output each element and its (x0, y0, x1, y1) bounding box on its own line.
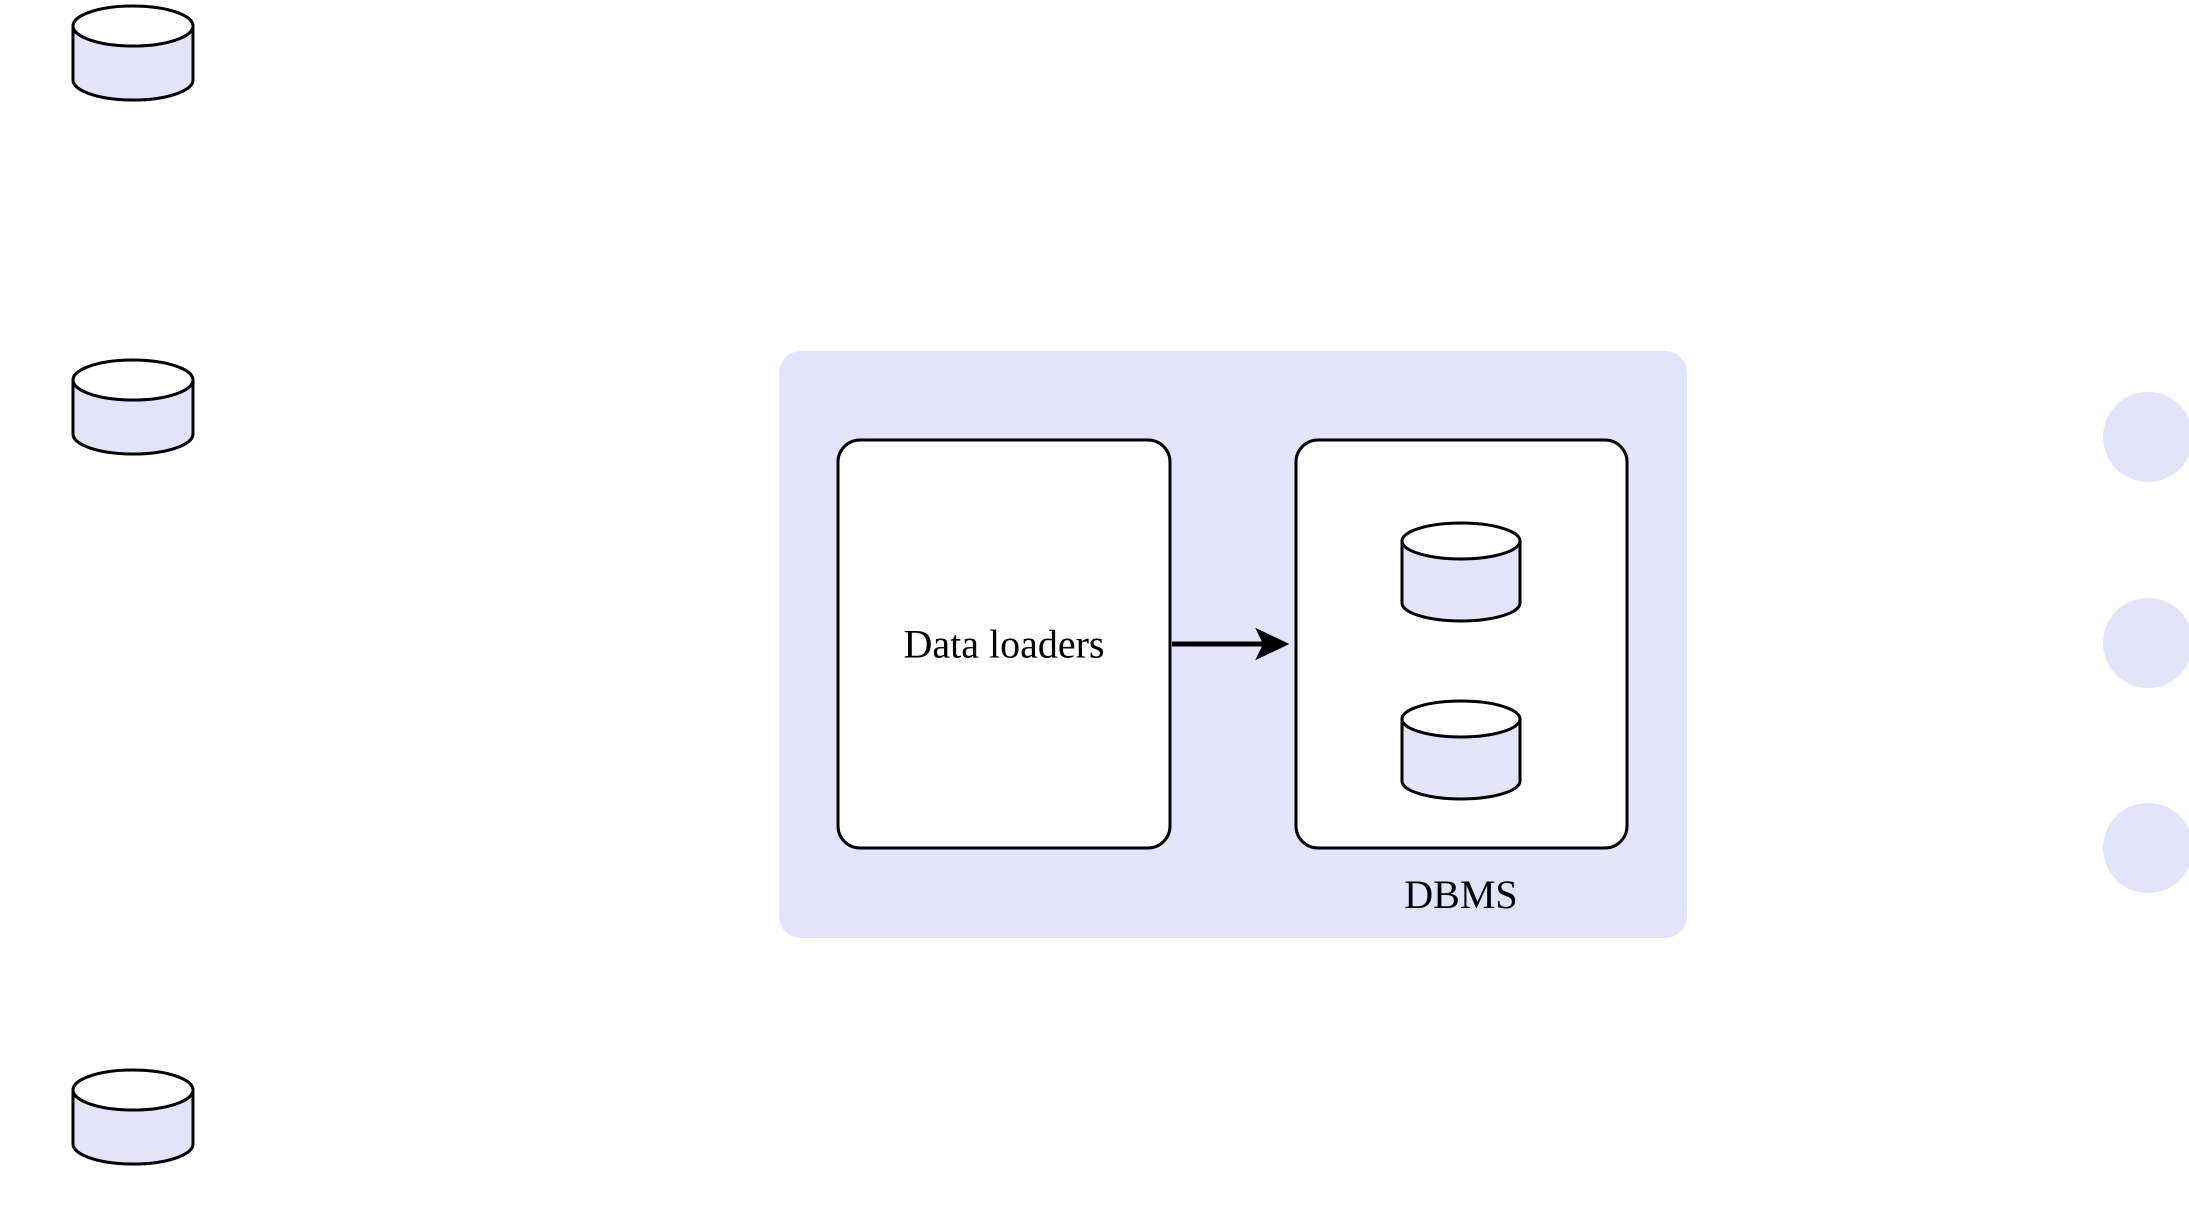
node-data-loaders[interactable]: Data loaders (836, 438, 1172, 850)
node-dbms[interactable]: DBMS (1294, 438, 1629, 917)
dbms-db-2[interactable] (1400, 699, 1522, 801)
node-data-loaders-label: Data loaders (903, 622, 1104, 667)
dbms-db-1[interactable] (1400, 521, 1522, 623)
source-db-1[interactable] (71, 4, 195, 102)
database-icon-top (71, 4, 195, 48)
consumer-circle-1[interactable] (2103, 392, 2189, 482)
database-icon-top (71, 1068, 195, 1112)
database-icon-body (1400, 539, 1522, 623)
database-icon-top (1400, 521, 1522, 561)
source-db-3[interactable] (71, 1068, 195, 1166)
consumer-circle-3[interactable] (2103, 803, 2189, 893)
consumer-circle-2[interactable] (2103, 598, 2189, 688)
database-icon-top (1400, 699, 1522, 739)
node-dbms-box (1294, 438, 1629, 850)
database-icon-top (71, 358, 195, 402)
consumers-group (2103, 392, 2189, 893)
node-data-loaders-box (836, 438, 1172, 850)
source-db-2[interactable] (71, 358, 195, 456)
database-icon-body (1400, 717, 1522, 801)
node-dbms-caption: DBMS (1404, 872, 1517, 917)
source-databases-group (71, 4, 195, 1166)
